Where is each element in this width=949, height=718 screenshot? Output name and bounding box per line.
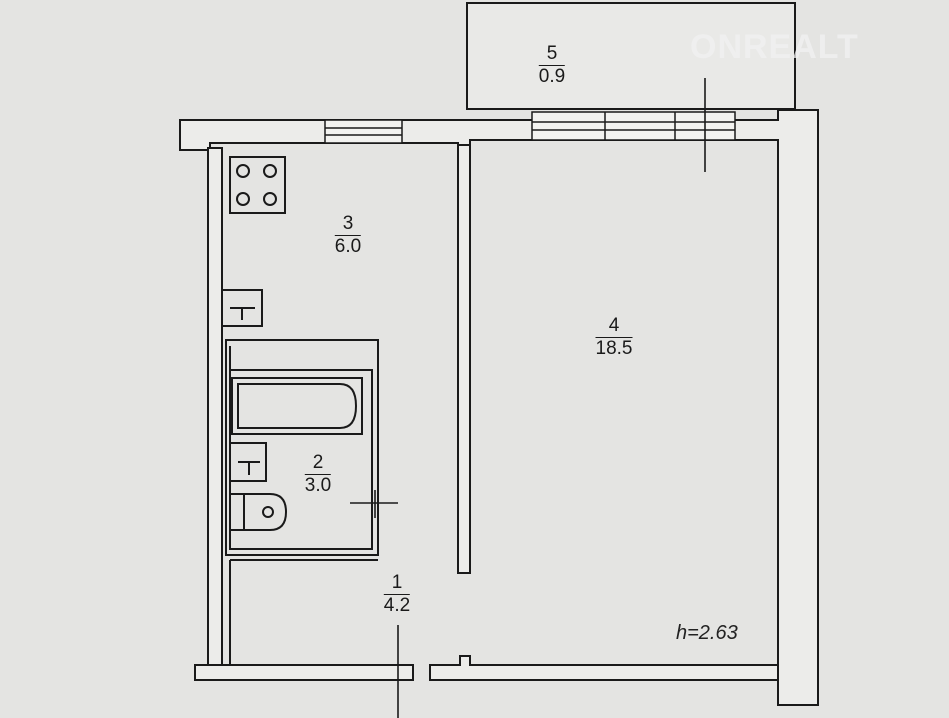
room-number: 1 [383, 572, 411, 595]
room-area: 3.0 [304, 475, 332, 496]
bottom-wall [194, 655, 779, 681]
bathroom-walls [225, 339, 379, 556]
section-marks [350, 78, 706, 718]
balcony [466, 2, 796, 110]
room-area: 4.2 [383, 595, 411, 616]
kitchen-sink-icon [221, 289, 263, 327]
room-number: 2 [304, 452, 332, 475]
room-label-2: 2 3.0 [304, 452, 332, 497]
toilet-icon [229, 493, 288, 531]
room-label-3: 3 6.0 [334, 213, 362, 258]
room-label-5: 5 0.9 [538, 43, 566, 88]
room-area: 6.0 [334, 236, 362, 257]
room-number: 4 [595, 315, 633, 338]
ceiling-height: h=2.63 [676, 622, 738, 644]
bathroom-sink-icon [229, 442, 267, 482]
window-1 [324, 119, 403, 144]
room-area: 0.9 [538, 66, 566, 87]
watermark: ONREALT [690, 28, 859, 66]
room-number: 3 [334, 213, 362, 236]
window-2 [531, 111, 736, 141]
room-label-1: 1 4.2 [383, 572, 411, 617]
room-number: 5 [538, 43, 566, 66]
room-area: 18.5 [595, 338, 633, 359]
bathtub-icon [231, 377, 363, 435]
room-label-4: 4 18.5 [595, 315, 633, 360]
left-wall [207, 147, 223, 666]
partition-wall [457, 144, 471, 574]
stove-icon [229, 156, 286, 214]
